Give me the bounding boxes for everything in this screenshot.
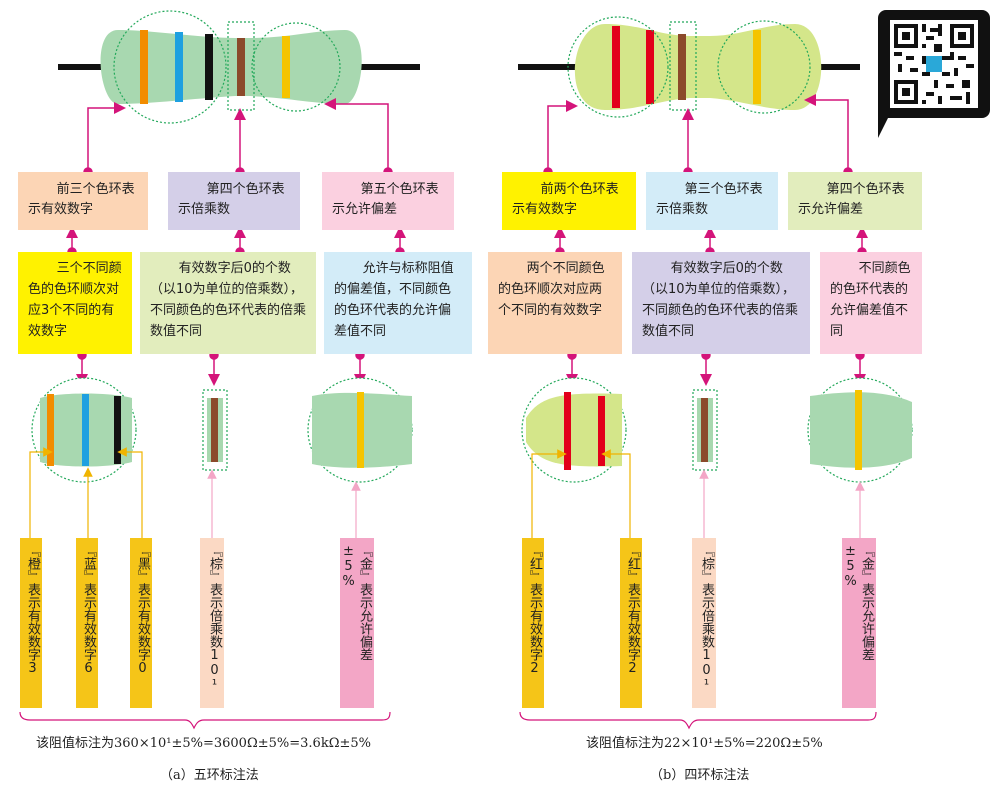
desc-box-b-multiplier: 有效数字后0的个数（以10为单位的倍乘数），不同颜色的色环代表的倍乘数值不同 xyxy=(632,252,810,354)
desc-box-b-digits: 两个不同颜色的色环顺次对应两个不同的有效数字 xyxy=(488,252,622,354)
bracket-a xyxy=(19,711,391,730)
bracket-b xyxy=(519,711,877,730)
header-box-a-tolerance: 第五个色环表示允许偏差 xyxy=(322,172,454,230)
zoom-a-digits xyxy=(31,377,137,483)
label-a-gold: 『金』表示允许偏差±5% xyxy=(340,538,374,708)
band-gold xyxy=(282,36,290,98)
band-brown xyxy=(678,34,686,100)
band-brown xyxy=(237,38,245,96)
label-a-orange: 『橙』表示有效数字3 xyxy=(20,538,42,708)
caption-a: （a）五环标注法 xyxy=(160,768,259,783)
band-blue xyxy=(175,32,183,102)
header-box-b-multiplier: 第三个色环表示倍乘数 xyxy=(646,172,778,230)
header-box-b-tolerance: 第四个色环表示允许偏差 xyxy=(788,172,922,230)
band-red-1 xyxy=(612,26,620,108)
zoom-a-multiplier xyxy=(202,389,228,471)
band-black xyxy=(205,34,213,100)
header-box-a-digits: 前三个色环表示有效数字 xyxy=(18,172,148,230)
qr-code-icon xyxy=(878,10,990,118)
zoom-b-digits xyxy=(521,377,627,483)
desc-box-a-multiplier: 有效数字后0的个数（以10为单位的倍乘数），不同颜色的色环代表的倍乘数值不同 xyxy=(140,252,316,354)
zoom-b-multiplier xyxy=(692,389,718,471)
header-box-b-digits: 前两个色环表示有效数字 xyxy=(502,172,636,230)
label-b-gold: 『金』表示允许偏差±5% xyxy=(842,538,876,708)
label-a-blue: 『蓝』表示有效数字6 xyxy=(76,538,98,708)
band-gold xyxy=(753,30,761,104)
desc-box-a-digits: 三个不同颜色的色环顺次对应3个不同的有效数字 xyxy=(18,252,132,354)
resistor-a xyxy=(58,10,420,124)
desc-box-a-tolerance: 允许与标称阻值的偏差值，不同颜色的色环代表的允许偏差值不同 xyxy=(324,252,472,354)
zoom-b-tolerance xyxy=(807,377,913,483)
band-orange xyxy=(140,30,148,104)
label-b-red-1: 『红』表示有效数字2 xyxy=(522,538,544,708)
formula-b: 该阻值标注为22×10¹±5%=220Ω±5% xyxy=(586,736,823,751)
label-a-black: 『黑』表示有效数字0 xyxy=(130,538,152,708)
resistor-b xyxy=(518,16,860,118)
zoom-a-tolerance xyxy=(307,377,413,483)
qr-callout-tail xyxy=(878,110,892,138)
header-box-a-multiplier: 第四个色环表示倍乘数 xyxy=(168,172,300,230)
leaders-b xyxy=(531,449,865,538)
band-red-2 xyxy=(646,30,654,104)
formula-a: 该阻值标注为360×10¹±5%=3600Ω±5%=3.6kΩ±5% xyxy=(36,736,371,751)
caption-b: （b）四环标注法 xyxy=(650,768,750,783)
leaders-a xyxy=(29,447,361,538)
label-b-red-2: 『红』表示有效数字2 xyxy=(620,538,642,708)
desc-box-b-tolerance: 不同颜色的色环代表的允许偏差值不同 xyxy=(820,252,922,354)
label-a-brown: 『棕』表示倍乘数10¹ xyxy=(200,538,224,708)
label-b-brown: 『棕』表示倍乘数10¹ xyxy=(692,538,716,708)
